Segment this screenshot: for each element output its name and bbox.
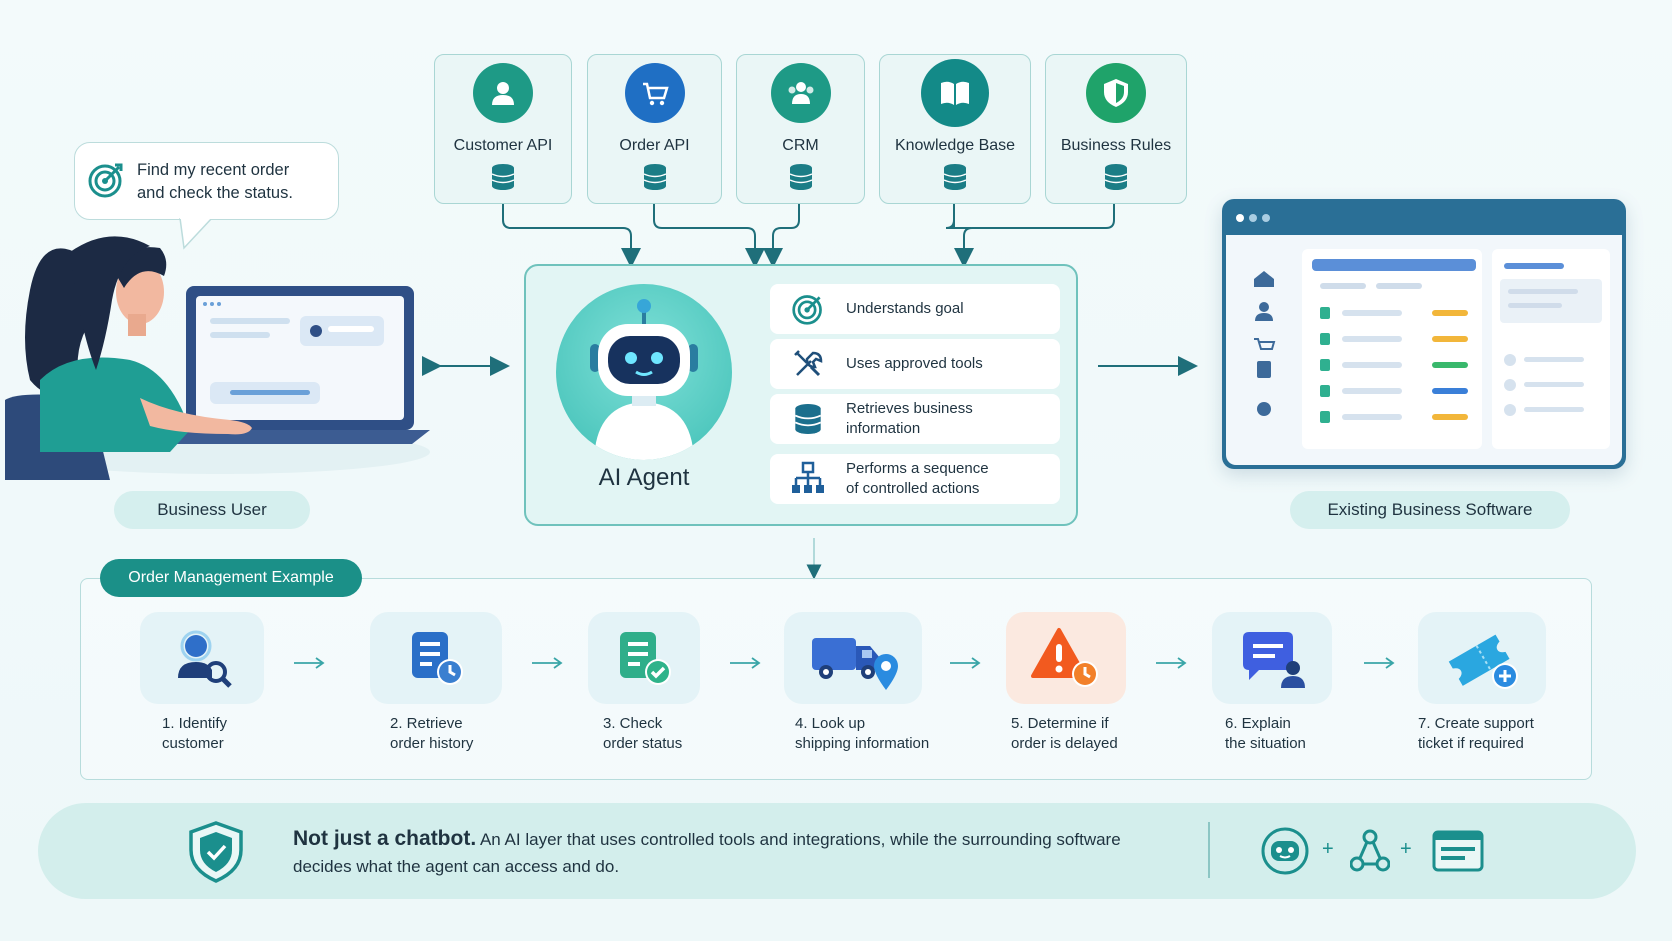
robot-avatar xyxy=(556,284,732,460)
target-icon xyxy=(87,161,125,204)
database-icon xyxy=(435,163,571,196)
example-title-text: Order Management Example xyxy=(128,569,334,586)
robot-face-icon xyxy=(1260,826,1310,881)
step-arrow xyxy=(950,657,981,669)
software-label-text: Existing Business Software xyxy=(1327,500,1533,519)
source-card-order-api[interactable]: Order API xyxy=(587,54,722,204)
source-label: Business Rules xyxy=(1060,137,1172,154)
step-arrow xyxy=(1156,657,1187,669)
source-label: Order API xyxy=(619,137,690,154)
user-search-icon xyxy=(140,612,264,704)
truck-location-icon xyxy=(784,612,922,704)
step-arrow xyxy=(730,657,761,669)
footer-text: Not just a chatbot. An AI layer that use… xyxy=(293,825,1193,880)
business-user-label-text: Business User xyxy=(157,500,267,519)
speech-tail xyxy=(179,218,214,250)
target-icon xyxy=(786,287,830,331)
source-card-knowledge-base[interactable]: Knowledge Base xyxy=(879,54,1031,204)
speech-line-2: and check the status. xyxy=(137,184,293,202)
plus-sign: + xyxy=(1322,838,1334,860)
step-arrow xyxy=(1364,657,1395,669)
ticket-add-icon xyxy=(1418,612,1546,704)
capability-retrieves-info: Retrieves business information xyxy=(770,394,1060,444)
step-label-1: 1. Identify customer xyxy=(162,715,228,752)
wrench-icon xyxy=(786,342,830,386)
shield-check-icon xyxy=(186,820,246,889)
capability-text: Performs a sequence of controlled action… xyxy=(846,460,989,497)
software-label: Existing Business Software xyxy=(1290,491,1570,529)
warning-clock-icon xyxy=(1006,612,1126,704)
step-label-5: 5. Determine if order is delayed xyxy=(1011,715,1118,752)
book-icon xyxy=(921,59,989,127)
step-label-3: 3. Check order status xyxy=(603,715,683,752)
source-label: Knowledge Base xyxy=(894,137,1016,154)
footer-line-1-text: An AI layer that uses controlled tools a… xyxy=(479,830,1121,849)
source-card-customer-api[interactable]: Customer API xyxy=(434,54,572,204)
source-card-crm[interactable]: CRM xyxy=(736,54,865,204)
software-window[interactable] xyxy=(1222,199,1626,469)
document-clock-icon xyxy=(370,612,502,704)
capability-performs-actions: Performs a sequence of controlled action… xyxy=(770,454,1060,504)
plus-sign: + xyxy=(1400,838,1412,860)
database-icon xyxy=(1046,163,1186,196)
footer-line-1: Not just a chatbot. An AI layer that use… xyxy=(293,825,1193,853)
document-check-icon xyxy=(588,612,700,704)
business-user-label: Business User xyxy=(114,491,310,529)
speech-text: Find my recent order and check the statu… xyxy=(137,159,293,205)
speech-line-1: Find my recent order xyxy=(137,161,290,179)
source-card-business-rules[interactable]: Business Rules xyxy=(1045,54,1187,204)
app-window-icon xyxy=(1432,830,1484,877)
business-user-illustration xyxy=(5,236,430,480)
shield-icon xyxy=(1086,63,1146,123)
step-label-2: 2. Retrieve order history xyxy=(390,715,474,752)
capability-text: Understands goal xyxy=(846,300,964,317)
cart-icon xyxy=(624,63,685,123)
window-body xyxy=(1226,235,1622,465)
step-arrow xyxy=(294,657,325,669)
database-icon xyxy=(880,163,1030,196)
capability-text: Retrieves business information xyxy=(846,400,973,437)
example-title: Order Management Example xyxy=(100,559,362,597)
footer-bold: Not just a chatbot. xyxy=(293,827,477,850)
footer-banner xyxy=(38,803,1636,899)
database-icon xyxy=(786,397,830,441)
agent-label: AI Agent xyxy=(598,464,690,491)
step-label-7: 7. Create support ticket if required xyxy=(1418,715,1534,752)
capability-text: Uses approved tools xyxy=(846,355,983,372)
chat-user-icon xyxy=(1212,612,1332,704)
footer-line-2: decides what the agent can access and do… xyxy=(293,857,620,876)
footer-divider xyxy=(1208,822,1210,878)
capability-uses-tools: Uses approved tools xyxy=(770,339,1060,389)
workflow-icon xyxy=(786,457,830,501)
capability-understands-goal: Understands goal xyxy=(770,284,1060,334)
window-dots xyxy=(1234,211,1274,229)
user-icon xyxy=(473,63,533,123)
speech-bubble: Find my recent order and check the statu… xyxy=(74,142,339,220)
step-arrow xyxy=(532,657,563,669)
source-label: Customer API xyxy=(453,137,553,154)
database-icon xyxy=(588,163,721,196)
group-icon xyxy=(770,63,831,123)
step-label-6: 6. Explain the situation xyxy=(1225,715,1306,752)
source-label: CRM xyxy=(782,137,819,154)
network-icon xyxy=(1349,828,1391,879)
database-icon xyxy=(737,163,864,196)
step-label-4: 4. Look up shipping information xyxy=(795,715,930,752)
